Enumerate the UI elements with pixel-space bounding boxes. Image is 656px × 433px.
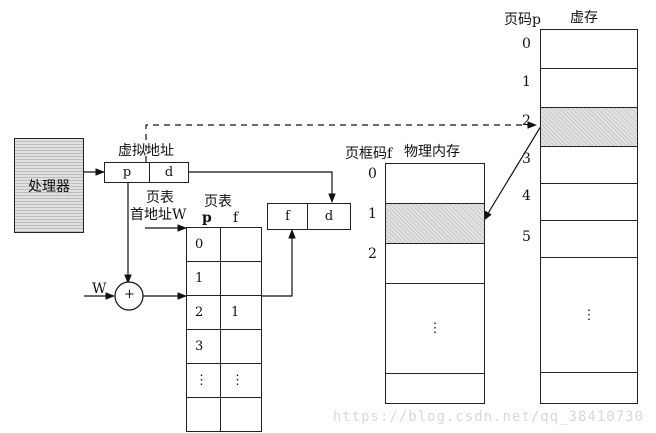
virtual-page: [540, 372, 638, 404]
page-table-f-cell: [220, 227, 262, 262]
physical-frame: [385, 163, 485, 204]
virtual-page: [540, 183, 638, 221]
page-table-p-value: 2: [195, 305, 204, 320]
arrow-d-to-paddr: [188, 171, 336, 203]
page-table-header-f: f: [233, 210, 239, 226]
paddr-d-label: d: [324, 209, 334, 224]
virtual-page: ⋮: [540, 257, 638, 373]
virtual-page-label: 页码p: [504, 12, 541, 28]
adder-symbol: +: [124, 287, 135, 302]
processor-box: 处理器: [14, 138, 84, 233]
page-table-p-value: ⋮: [195, 373, 208, 388]
page-table-f-cell: ⋮: [220, 363, 262, 398]
dashed-arrow-to-virtual-page: [145, 121, 537, 162]
page-table-f-cell: [220, 397, 262, 432]
page-table-p-cell: 2: [186, 295, 221, 330]
page-table-p-value: 3: [195, 339, 204, 354]
virtual-page-number: 0: [522, 36, 531, 52]
virtual-memory-dots: ⋮: [582, 307, 596, 323]
page-table-base-line2: 首地址W: [130, 207, 187, 223]
arrow-f-to-paddr: [262, 229, 296, 297]
page-table-p-cell: ⋮: [186, 363, 221, 398]
page-table-f-cell: [220, 261, 262, 296]
page-table-p-value: 0: [195, 237, 204, 252]
adder-input-label: W: [92, 281, 107, 297]
page-table-f-cell: [220, 329, 262, 364]
vaddr-p-cell: p: [104, 162, 150, 183]
vaddr-d-label: d: [164, 165, 174, 180]
page-table-title: 页表: [204, 194, 232, 210]
physical-frame-label: 页框码f: [345, 146, 393, 162]
processor-label: 处理器: [28, 178, 70, 195]
paddr-f-label: f: [285, 209, 290, 224]
physical-memory-title: 物理内存: [404, 144, 460, 160]
virtual-page-number: 4: [522, 188, 531, 204]
physical-frame-mapped: [385, 203, 485, 244]
virtual-page: [540, 220, 638, 258]
vaddr-d-cell: d: [149, 162, 189, 183]
physical-frame: [385, 243, 485, 284]
page-table-f-value: 1: [231, 305, 240, 320]
physical-frame-number: 2: [368, 246, 377, 262]
watermark: https://blog.csdn.net/qq_38410730: [332, 409, 644, 425]
physical-frame: ⋮: [385, 283, 485, 374]
virtual-page: [540, 29, 638, 69]
vaddr-p-label: p: [122, 165, 132, 180]
page-table-p-cell: 0: [186, 227, 221, 262]
page-table-p-cell: 3: [186, 329, 221, 364]
physical-frame-number: 1: [368, 206, 377, 222]
page-table-p-cell: [186, 397, 221, 432]
physical-memory-dots: ⋮: [428, 321, 442, 336]
adder-circle: [114, 281, 144, 311]
virtual-address-title: 虚拟地址: [118, 143, 174, 159]
page-table-base-line1: 页表: [146, 190, 174, 206]
page-table-f-cell: 1: [220, 295, 262, 330]
paddr-d-cell: d: [307, 203, 351, 230]
virtual-page-number: 1: [522, 74, 531, 90]
physical-frame-number: 0: [368, 166, 377, 182]
paddr-f-cell: f: [267, 203, 308, 230]
virtual-page-number: 3: [522, 151, 531, 167]
physical-frame: [385, 373, 485, 404]
virtual-page-mapped: [540, 107, 638, 147]
page-table-p-cell: 1: [186, 261, 221, 296]
virtual-memory-title: 虚存: [570, 10, 598, 26]
page-table-f-value: ⋮: [231, 373, 244, 388]
virtual-page: [540, 146, 638, 184]
arrow-virtual-to-physical: [483, 125, 542, 221]
page-table-header-p: p: [202, 210, 212, 226]
virtual-page-number: 5: [522, 229, 531, 245]
page-table-p-value: 1: [195, 271, 204, 286]
virtual-page-number: 2: [522, 113, 531, 129]
virtual-page: [540, 68, 638, 108]
